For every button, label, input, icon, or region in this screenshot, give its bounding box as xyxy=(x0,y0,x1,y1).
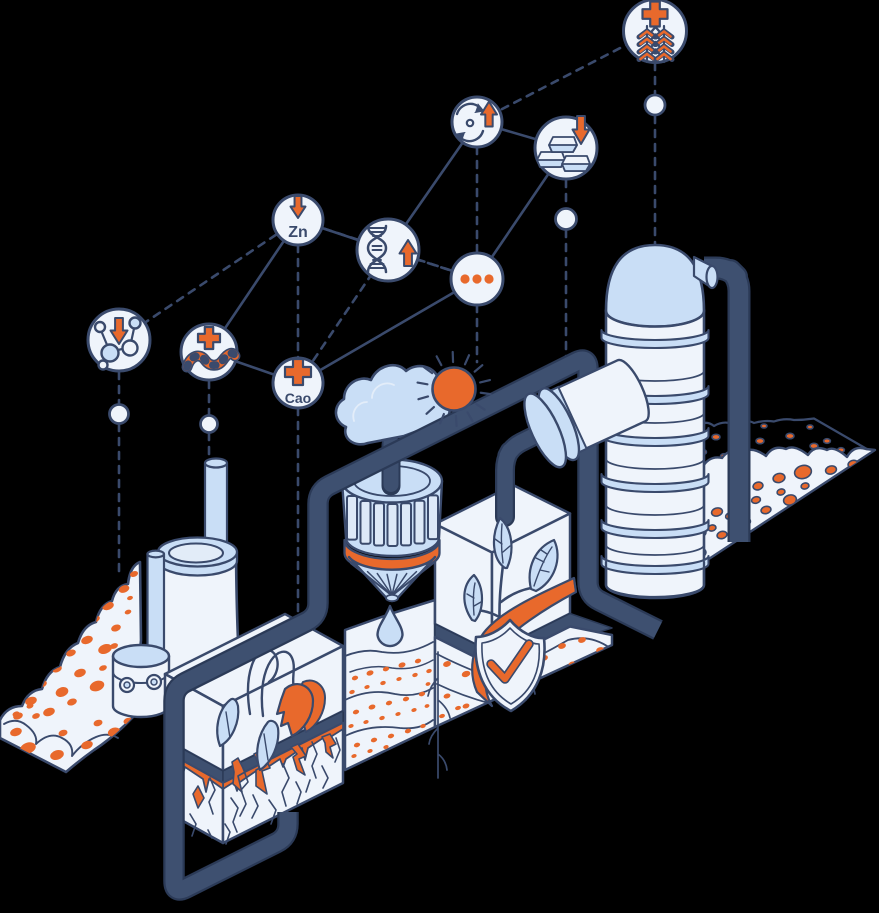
svg-text:Cao: Cao xyxy=(285,390,311,406)
svg-text:Zn: Zn xyxy=(288,224,308,241)
